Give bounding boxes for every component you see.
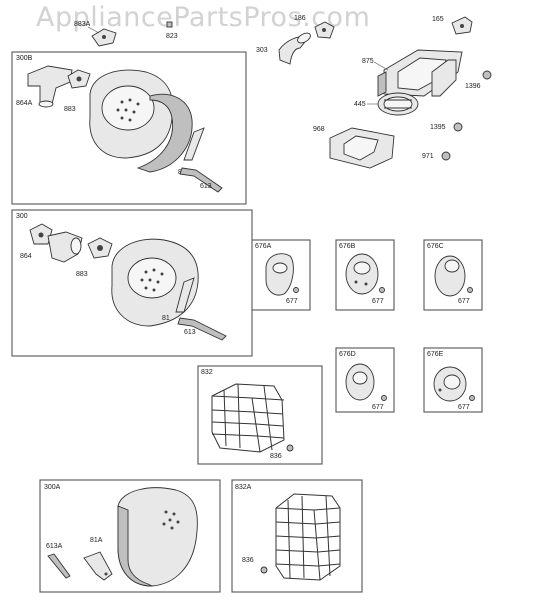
- bracket-81a[interactable]: [83, 551, 113, 581]
- group-676c[interactable]: 676C 677: [423, 239, 483, 311]
- screw-1396[interactable]: [482, 70, 492, 80]
- group-832a[interactable]: 832A 836: [231, 479, 363, 593]
- group-676d[interactable]: 676D 677: [335, 347, 395, 413]
- elbow-864[interactable]: [47, 231, 83, 263]
- label-165: 165: [432, 16, 444, 23]
- label-81: 81: [162, 315, 170, 322]
- group-label-300b: 300B: [16, 55, 33, 62]
- label-1395: 1395: [430, 124, 446, 131]
- label-81a: 81A: [90, 537, 103, 544]
- muffler-300b[interactable]: [89, 69, 174, 159]
- label-677-d: 677: [372, 404, 384, 411]
- label-971: 971: [422, 153, 434, 160]
- bracket-81-b[interactable]: [183, 127, 205, 161]
- deflector-676e[interactable]: [433, 366, 467, 402]
- label-864: 864: [20, 253, 32, 260]
- screw-836-a[interactable]: [260, 566, 268, 574]
- spark-arrestor-screen-832[interactable]: [211, 383, 285, 453]
- label-1396: 1396: [465, 83, 481, 90]
- group-label-832a: 832A: [235, 484, 252, 491]
- label-883a: 883A: [74, 21, 91, 28]
- air-cleaner-base-875[interactable]: [377, 49, 463, 97]
- group-label-676c: 676C: [427, 243, 444, 250]
- gasket-165[interactable]: [451, 16, 473, 35]
- deflector-676a[interactable]: [265, 253, 294, 296]
- group-300a[interactable]: 300A 613A 81A: [39, 479, 221, 593]
- label-968: 968: [313, 126, 325, 133]
- screw-836[interactable]: [286, 444, 294, 452]
- label-836-a: 836: [242, 557, 254, 564]
- screw-677-a[interactable]: [293, 287, 299, 293]
- group-label-676d: 676D: [339, 351, 356, 358]
- gasket-883[interactable]: [87, 237, 113, 259]
- screw-613-b[interactable]: [179, 167, 223, 193]
- group-676e[interactable]: 676E 677: [423, 347, 483, 413]
- screw-677-c[interactable]: [467, 287, 473, 293]
- group-676b[interactable]: 676B 677: [335, 239, 395, 311]
- group-676a[interactable]: 676A 677: [251, 239, 311, 311]
- label-677-a: 677: [286, 298, 298, 305]
- group-300b[interactable]: 300B 864A 883 81 613: [11, 51, 247, 205]
- screw-823[interactable]: [166, 21, 173, 28]
- label-823: 823: [166, 33, 178, 40]
- heat-shield-300b[interactable]: [136, 93, 193, 173]
- cover-968[interactable]: [329, 127, 395, 169]
- deflector-676b[interactable]: [345, 253, 379, 295]
- label-677-e: 677: [458, 404, 470, 411]
- screw-677-b[interactable]: [379, 287, 385, 293]
- deflector-676d[interactable]: [345, 363, 375, 401]
- muffler-300[interactable]: [111, 238, 199, 327]
- group-label-676a: 676A: [255, 243, 272, 250]
- label-864a: 864A: [16, 100, 33, 107]
- label-613: 613: [184, 329, 196, 336]
- group-832[interactable]: 832 836: [197, 365, 323, 465]
- elbow-864a[interactable]: [27, 65, 73, 108]
- label-613-b: 613: [200, 183, 212, 190]
- deflector-676c[interactable]: [434, 255, 466, 297]
- gasket-186[interactable]: [314, 21, 335, 39]
- label-613a: 613A: [46, 543, 63, 550]
- screw-677-d[interactable]: [381, 395, 387, 401]
- label-883: 883: [76, 271, 88, 278]
- group-label-300a: 300A: [44, 484, 61, 491]
- label-677-c: 677: [458, 298, 470, 305]
- label-875: 875: [362, 58, 374, 65]
- label-445: 445: [354, 101, 366, 108]
- screw-613a[interactable]: [47, 553, 71, 579]
- bracket-81[interactable]: [175, 277, 195, 313]
- spark-arrestor-screen-832a[interactable]: [275, 493, 341, 581]
- label-883-b: 883: [64, 106, 76, 113]
- group-label-300: 300: [16, 213, 28, 220]
- filter-445[interactable]: [377, 92, 419, 116]
- muffler-300a[interactable]: [117, 487, 198, 587]
- group-300[interactable]: 300 864 883 81 613: [11, 209, 253, 357]
- label-186: 186: [294, 15, 306, 22]
- label-677-b: 677: [372, 298, 384, 305]
- screw-971[interactable]: [441, 151, 451, 161]
- screw-1395[interactable]: [453, 122, 463, 132]
- label-836: 836: [270, 453, 282, 460]
- screw-613[interactable]: [177, 317, 227, 341]
- gasket-883a[interactable]: [91, 28, 117, 47]
- group-label-676b: 676B: [339, 243, 356, 250]
- group-label-676e: 676E: [427, 351, 444, 358]
- screw-677-e[interactable]: [469, 395, 475, 401]
- gasket-883-b[interactable]: [67, 69, 91, 89]
- label-303: 303: [256, 47, 268, 54]
- group-label-832: 832: [201, 369, 213, 376]
- watermark: AppliancePartsPros.com: [36, 2, 371, 33]
- elbow-303[interactable]: [278, 31, 312, 65]
